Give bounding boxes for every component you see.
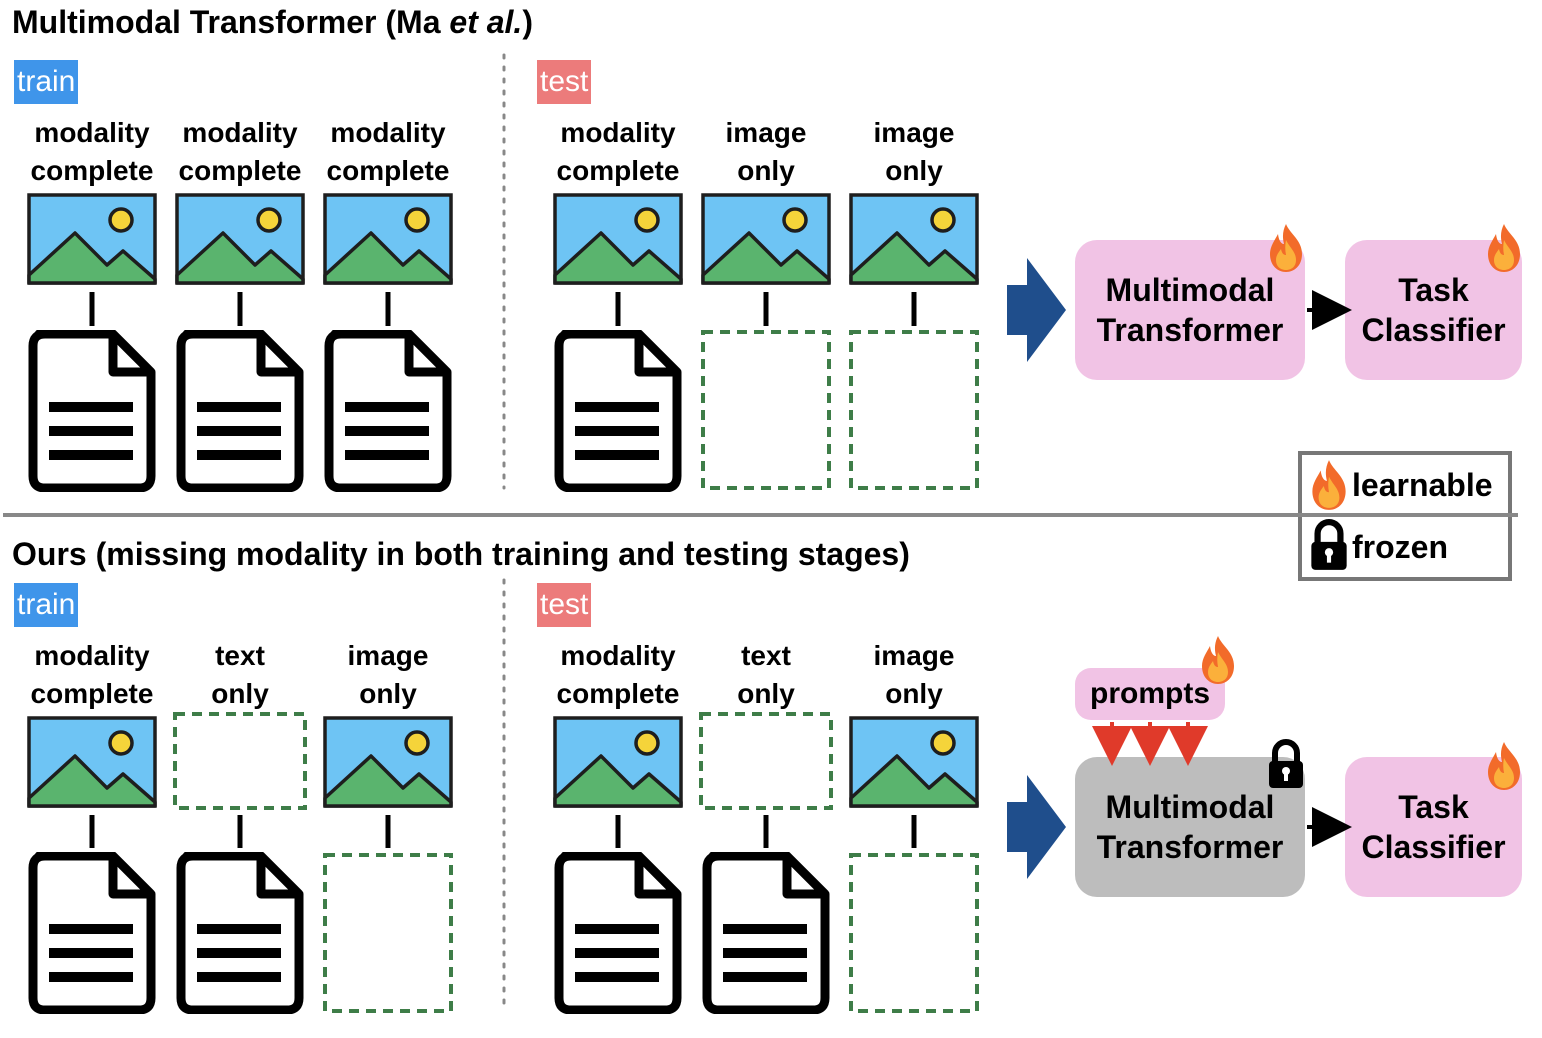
label-line: modality bbox=[560, 640, 676, 671]
bottom-train-label-2: text only bbox=[165, 637, 315, 713]
label-line: complete bbox=[556, 678, 680, 709]
fire-icon bbox=[1202, 636, 1234, 684]
label-line: text bbox=[741, 640, 791, 671]
image-icon bbox=[323, 716, 453, 808]
bottom-connectors bbox=[89, 815, 917, 848]
bottom-test-label-3: image only bbox=[839, 637, 989, 713]
document-icon bbox=[329, 334, 447, 488]
label-line: only bbox=[211, 678, 269, 709]
label-line: complete bbox=[30, 155, 154, 186]
top-train-label-2: modality complete bbox=[165, 114, 315, 190]
box-line: Classifier bbox=[1361, 829, 1506, 865]
prompts-box: prompts bbox=[1075, 668, 1225, 720]
label-line: only bbox=[359, 678, 417, 709]
bottom-train-label-1: modality complete bbox=[17, 637, 167, 713]
label-line: modality bbox=[330, 117, 446, 148]
bottom-test-tag: test bbox=[537, 583, 592, 627]
label-line: image bbox=[347, 640, 429, 671]
top-test-label-2: image only bbox=[691, 114, 841, 190]
top-train-label-3: modality complete bbox=[313, 114, 463, 190]
label-line: complete bbox=[326, 155, 450, 186]
box-line: Multimodal bbox=[1105, 272, 1275, 308]
document-icon bbox=[559, 856, 677, 1010]
fire-icon bbox=[1312, 460, 1346, 510]
box-line: Multimodal bbox=[1105, 789, 1275, 825]
image-icon bbox=[323, 193, 453, 285]
label-line: only bbox=[885, 678, 943, 709]
label-line: modality bbox=[34, 117, 150, 148]
bottom-train-tag: train bbox=[14, 583, 79, 627]
missing-text-placeholder bbox=[849, 330, 979, 490]
box-line: Classifier bbox=[1361, 312, 1506, 348]
box-line: Task bbox=[1398, 789, 1469, 825]
image-icon bbox=[553, 193, 683, 285]
label-line: only bbox=[737, 155, 795, 186]
image-icon bbox=[175, 193, 305, 285]
missing-image-placeholder bbox=[699, 712, 833, 810]
box-line: Task bbox=[1398, 272, 1469, 308]
bottom-train-label-3: image only bbox=[313, 637, 463, 713]
prompt-arrows bbox=[1092, 722, 1208, 766]
lock-icon bbox=[1269, 742, 1303, 788]
label-line: only bbox=[737, 678, 795, 709]
right-arrow-icon bbox=[1007, 775, 1066, 879]
document-icon bbox=[181, 334, 299, 488]
fire-icon bbox=[1488, 742, 1520, 790]
label-line: modality bbox=[182, 117, 298, 148]
document-icon bbox=[33, 856, 151, 1010]
image-icon bbox=[27, 193, 157, 285]
top-train-label-1: modality complete bbox=[17, 114, 167, 190]
top-section-title: Multimodal Transformer (Ma et al.) bbox=[12, 4, 533, 41]
image-icon bbox=[849, 193, 979, 285]
label-line: complete bbox=[30, 678, 154, 709]
box-line: Transformer bbox=[1096, 829, 1284, 865]
label-line: modality bbox=[34, 640, 150, 671]
fire-icon bbox=[1270, 224, 1302, 272]
label-line: text bbox=[215, 640, 265, 671]
fire-icon bbox=[1488, 224, 1520, 272]
document-icon bbox=[33, 334, 151, 488]
lock-icon bbox=[1311, 522, 1346, 570]
missing-text-placeholder bbox=[701, 330, 831, 490]
top-train-tag: train bbox=[14, 60, 79, 104]
label-line: image bbox=[873, 117, 955, 148]
top-title-italic: et al. bbox=[449, 4, 523, 40]
top-title-prefix: Multimodal Transformer (Ma bbox=[12, 4, 450, 40]
missing-image-placeholder bbox=[173, 712, 307, 810]
top-test-label-1: modality complete bbox=[543, 114, 693, 190]
image-icon bbox=[553, 716, 683, 808]
legend-frozen-label: frozen bbox=[1352, 529, 1448, 565]
bottom-section-title: Ours (missing modality in both training … bbox=[12, 536, 910, 572]
label-line: only bbox=[885, 155, 943, 186]
label-line: modality bbox=[560, 117, 676, 148]
label-line: image bbox=[725, 117, 807, 148]
label-line: complete bbox=[556, 155, 680, 186]
label-line: complete bbox=[178, 155, 302, 186]
top-connectors bbox=[89, 292, 917, 326]
right-arrow-icon bbox=[1007, 258, 1066, 362]
bottom-test-label-2: text only bbox=[691, 637, 841, 713]
box-line: Transformer bbox=[1096, 312, 1284, 348]
bottom-test-label-1: modality complete bbox=[543, 637, 693, 713]
image-icon bbox=[27, 716, 157, 808]
top-title-suffix: ) bbox=[522, 4, 533, 40]
document-icon bbox=[181, 856, 299, 1010]
label-line: image bbox=[873, 640, 955, 671]
image-icon bbox=[701, 193, 831, 285]
document-icon bbox=[707, 856, 825, 1010]
image-icon bbox=[849, 716, 979, 808]
missing-text-placeholder bbox=[323, 853, 453, 1013]
document-icon bbox=[559, 334, 677, 488]
top-test-label-3: image only bbox=[839, 114, 989, 190]
legend-learnable-label: learnable bbox=[1352, 467, 1493, 503]
missing-text-placeholder bbox=[849, 853, 979, 1013]
top-test-tag: test bbox=[537, 60, 592, 104]
